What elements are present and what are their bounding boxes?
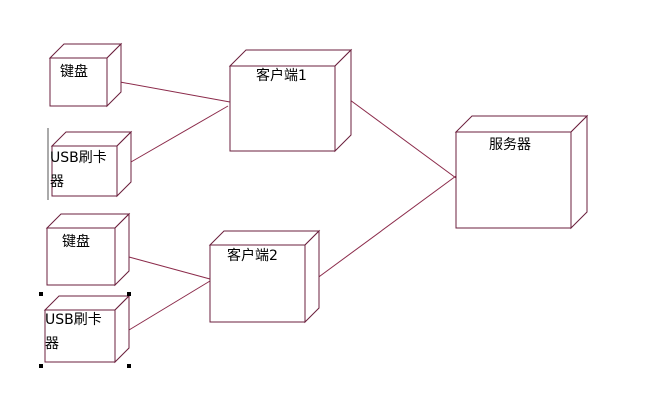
node-front-face	[455, 131, 572, 229]
node-side-face	[304, 229, 320, 324]
node-top-face	[208, 230, 321, 246]
selection-handle[interactable]	[127, 292, 131, 296]
node-label: 客户端2	[227, 247, 278, 264]
selection-handles	[39, 128, 131, 368]
node-label: 键盘	[60, 63, 88, 80]
node-side-face	[570, 114, 588, 230]
node-front-face	[44, 309, 116, 363]
node-label: 器	[45, 336, 59, 352]
selection-handle[interactable]	[39, 364, 43, 368]
edge-client-1-to-server[interactable]	[349, 99, 457, 179]
node-side-face	[334, 48, 352, 153]
node-top-face	[454, 115, 589, 133]
node-front-face	[209, 244, 306, 323]
edge-card-reader-1-to-client-1[interactable]	[130, 105, 229, 163]
node-front-face	[49, 57, 108, 107]
node-keyboard-2[interactable]: 键盘	[45, 212, 131, 287]
node-label: USB刷卡	[45, 312, 102, 328]
node-front-face	[229, 65, 336, 152]
node-label: 器	[50, 174, 64, 190]
node-top-face	[228, 49, 353, 67]
node-label: 服务器	[489, 137, 531, 153]
node-client-1[interactable]: 客户端1	[228, 48, 353, 153]
selection-handle[interactable]	[39, 292, 43, 296]
node-label: 客户端1	[256, 67, 307, 84]
edge-client-2-to-server[interactable]	[315, 175, 457, 280]
edge-keyboard-1-to-client-1[interactable]	[119, 81, 231, 103]
node-client-2[interactable]: 客户端2	[208, 229, 321, 324]
node-label: USB刷卡	[50, 150, 107, 166]
edges-layer	[119, 81, 457, 331]
node-front-face	[51, 145, 118, 197]
node-keyboard-1[interactable]: 键盘	[48, 42, 123, 108]
node-front-face	[46, 227, 116, 286]
node-label: 键盘	[62, 233, 90, 250]
selection-handle[interactable]	[127, 364, 131, 368]
edge-keyboard-2-to-client-2[interactable]	[128, 256, 211, 280]
edge-card-reader-2-to-client-2[interactable]	[128, 280, 211, 331]
node-server[interactable]: 服务器	[454, 114, 589, 230]
